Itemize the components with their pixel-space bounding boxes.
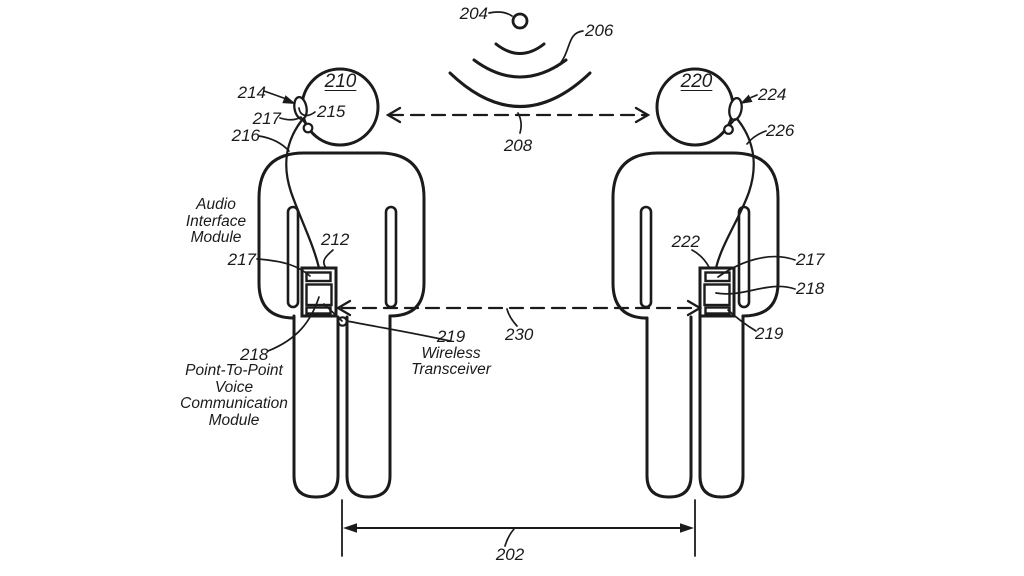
person-b-microphone	[723, 124, 734, 135]
person-b-mic-boom	[729, 118, 736, 126]
person-a-arm-slot-left	[286, 205, 300, 309]
ref-label-217-device-a: 217	[227, 250, 256, 269]
leader-230	[506, 308, 518, 327]
device-a-screen	[305, 283, 333, 307]
ref-label-206: 206	[585, 21, 614, 40]
person-a-leg-left	[292, 314, 340, 499]
dimension-arrowhead-left	[343, 523, 357, 533]
person-a-mic-boom	[300, 117, 307, 125]
person-b-audio-cable	[714, 118, 755, 270]
device-link-dashed-arrow	[335, 299, 703, 317]
leader-219-b	[727, 309, 757, 332]
person-a-leg-right	[345, 314, 392, 499]
person-b-leg-left	[645, 315, 693, 499]
device-link-arrowhead-right	[686, 299, 703, 317]
ref-label-218-a: 218	[240, 345, 269, 364]
audio-link-arrowhead-left	[385, 106, 402, 124]
person-b-waist-device	[698, 266, 736, 318]
person-a-audio-cable	[285, 118, 321, 270]
leader-224-line	[750, 94, 758, 99]
leader-204	[488, 11, 513, 17]
ref-label-202: 202	[495, 545, 525, 564]
ref-label-219-b: 219	[755, 324, 784, 343]
ref-label-219-a: 219	[436, 327, 466, 346]
ref-label-204: 204	[459, 4, 488, 23]
transceiver-caption-block: 219 Wireless Transceiver	[392, 328, 510, 379]
device-b-top-strip	[704, 271, 731, 283]
leader-206	[556, 30, 584, 68]
distance-dimension-arrow	[341, 499, 696, 557]
leader-214-line	[263, 90, 286, 100]
person-b-torso-outline	[611, 151, 780, 320]
leader-212	[322, 249, 334, 268]
signal-source-dot	[511, 12, 529, 30]
leader-217-head-a	[279, 116, 302, 121]
leader-transceiver-cross	[323, 303, 343, 322]
leader-lines	[256, 11, 796, 547]
leader-222	[691, 249, 710, 268]
leader-202	[504, 528, 515, 547]
leader-224-arrowhead	[740, 94, 753, 104]
audio-link-arrowhead-right	[634, 106, 651, 124]
leader-208	[517, 112, 522, 134]
person-b-figure	[611, 67, 780, 499]
wireless-signal-icon	[448, 12, 592, 108]
ref-label-218-b: 218	[796, 279, 825, 298]
leader-219-a	[346, 320, 451, 342]
audio-link-dashed-arrow	[385, 106, 651, 124]
ref-label-226: 226	[766, 121, 795, 140]
leader-218-b	[715, 285, 796, 295]
device-a-top-strip	[305, 271, 332, 283]
ref-label-220-head-b: 220	[680, 71, 713, 92]
signal-wave-arc-small	[494, 42, 546, 55]
device-link-arrowhead-left	[335, 299, 352, 317]
caption-voice-module: Point-To-Point Voice Communication Modul…	[180, 362, 288, 429]
ref-label-222: 222	[671, 232, 700, 251]
leader-218-a	[267, 296, 320, 352]
ref-label-217-b: 217	[796, 250, 825, 269]
leader-217-device-a	[256, 258, 311, 277]
person-a-waist-device	[300, 266, 338, 318]
person-a-figure	[257, 67, 426, 499]
ref-label-212: 212	[321, 230, 350, 249]
ref-label-214: 214	[237, 83, 266, 102]
person-b-leg-right	[698, 314, 745, 499]
leader-215	[298, 107, 316, 117]
ref-label-216: 216	[231, 126, 260, 145]
dimension-arrowhead-right	[680, 523, 694, 533]
ref-label-224: 224	[758, 85, 787, 104]
ref-label-217-head-a: 217	[252, 109, 281, 128]
caption-audio-interface-module: Audio Interface Module	[185, 196, 247, 246]
person-a-microphone	[302, 122, 314, 134]
ref-label-215: 215	[317, 102, 346, 121]
device-b-screen	[703, 283, 731, 307]
signal-wave-arc-large	[448, 71, 592, 108]
leader-216	[258, 135, 290, 152]
ref-label-208: 208	[503, 136, 533, 155]
ref-label-210-head-a: 210	[324, 71, 357, 92]
caption-wireless-transceiver: Wireless Transceiver	[411, 344, 491, 379]
leader-217-b	[717, 255, 796, 278]
person-a-torso-outline	[257, 151, 426, 320]
leader-226	[746, 130, 767, 145]
signal-wave-arc-medium	[472, 58, 568, 79]
leader-214-arrowhead	[282, 95, 296, 104]
ref-label-230: 230	[505, 325, 534, 344]
